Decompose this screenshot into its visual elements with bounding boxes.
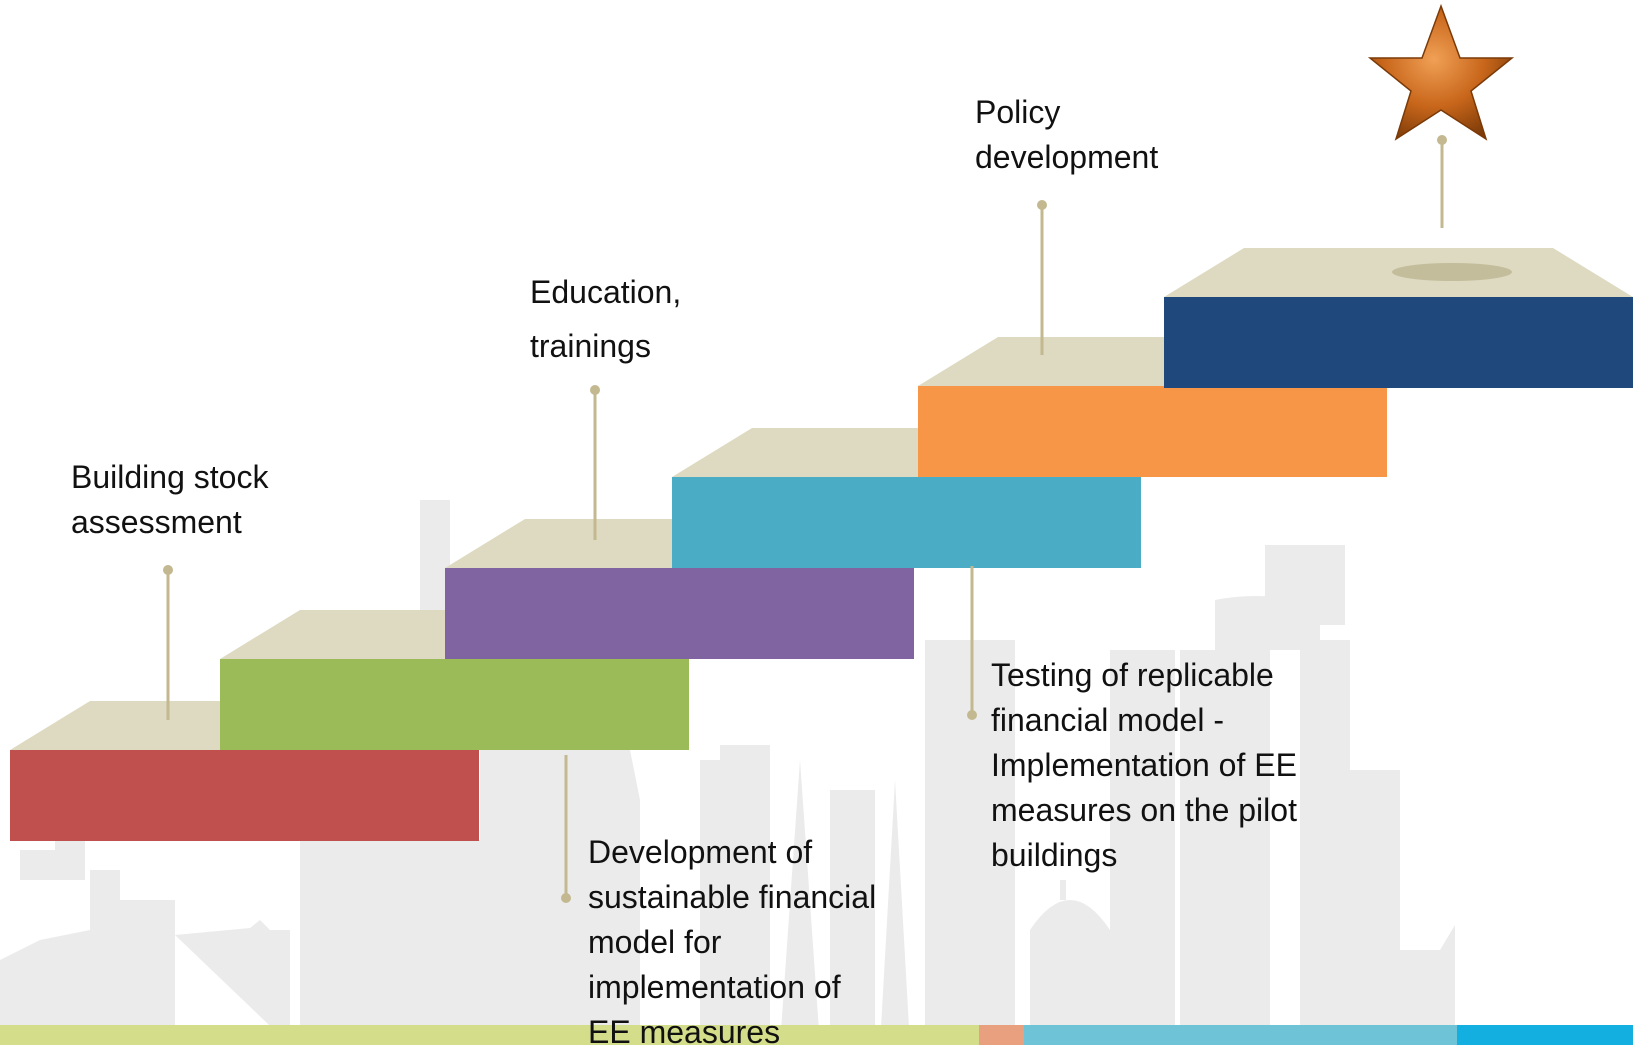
label-line: Policy [975, 94, 1061, 130]
connector-testing [967, 566, 977, 720]
connector-goal [1437, 135, 1447, 228]
label-line: financial model - [991, 702, 1224, 738]
steps-group [10, 248, 1633, 841]
label-line: Implementation of EE [991, 747, 1297, 783]
label-line: sustainable financial [588, 879, 877, 915]
bottom-bar-segment [1024, 1025, 1457, 1045]
bottom-bar-segment [979, 1025, 1024, 1045]
step-5-front [918, 386, 1387, 477]
label-policy-development: Policy development [975, 90, 1158, 180]
step-3-front [445, 568, 914, 659]
label-line: EE measures [588, 1014, 781, 1050]
goal-shadow [1392, 263, 1512, 281]
connector-financial-model [561, 755, 571, 903]
label-line: implementation of [588, 969, 841, 1005]
step-2-front [220, 659, 689, 750]
step-4-front [672, 477, 1141, 568]
label-line: buildings [991, 837, 1118, 873]
step-1-front [10, 750, 479, 841]
label-line: Building stock [71, 459, 269, 495]
label-line: Development of [588, 834, 813, 870]
bottom-bar-segment [1457, 1025, 1633, 1045]
label-line: Testing of replicable [991, 657, 1274, 693]
label-financial-model-development: Development of sustainable financial mod… [588, 830, 876, 1055]
label-education-trainings: Education, trainings [530, 265, 681, 373]
label-line: development [975, 139, 1159, 175]
bottom-bar-segment [0, 1025, 979, 1045]
connector-policy [1037, 200, 1047, 355]
label-building-stock-assessment: Building stock assessment [71, 455, 268, 545]
label-testing-financial-model: Testing of replicable financial model - … [991, 653, 1297, 878]
label-line: Education, [530, 274, 682, 310]
label-line: measures on the pilot [991, 792, 1297, 828]
label-line: trainings [530, 328, 651, 364]
step-6-front [1164, 297, 1633, 388]
star-icon [1367, 3, 1515, 141]
label-line: model for [588, 924, 722, 960]
connector-building-stock [163, 565, 173, 720]
bottom-color-bar [0, 1025, 1633, 1045]
label-line: assessment [71, 504, 242, 540]
connector-education [590, 385, 600, 540]
